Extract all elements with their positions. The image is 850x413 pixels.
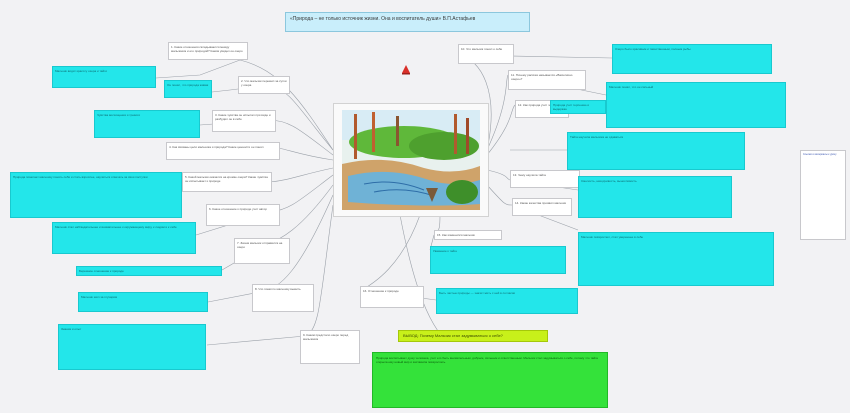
answer-node-9[interactable]: Озеро было красивым и таинственным, полн… <box>612 44 772 74</box>
question-node-3[interactable]: 3. Какие чувства он испытал при виде и р… <box>212 110 276 132</box>
answer-node-7[interactable]: Мальчик шёл за глухарём <box>78 292 208 312</box>
question-node-10[interactable]: 10. Что мальчик понял о себе <box>458 44 514 64</box>
answer-node-15[interactable]: Уважение к тайге <box>430 246 566 274</box>
answer-node-1[interactable]: Мальчик видит красоту озера и тайги <box>52 66 156 88</box>
answer-node-8[interactable]: Знания и опыт <box>58 324 206 370</box>
question-node-4[interactable]: 4. Как связаны цели мальчика и природа? … <box>166 142 280 160</box>
question-node-6[interactable]: 6. Какое отношение к природе учит автор <box>206 204 280 226</box>
answer-node-6[interactable]: Бережное отношение к природе <box>76 266 222 276</box>
question-node-13[interactable]: 13. Чему научила тайга <box>510 170 580 188</box>
answer-node-5[interactable]: Мальчик стал наблюдательнее и внимательн… <box>52 222 196 254</box>
central-illustration <box>333 103 489 217</box>
question-node-7[interactable]: 7. Зачем мальчик отправился на озеро <box>234 238 290 264</box>
answer-node-3[interactable]: Чувства восхищения и тревоги <box>94 110 200 138</box>
answer-node-13[interactable]: Смелость, находчивость, выносливость <box>578 176 732 218</box>
title-node: «Природа – не только источник жизни. Она… <box>285 12 530 32</box>
conclusion-node[interactable]: ВЫВОД: Почему Мальчик стал задумываться … <box>398 330 548 342</box>
answer-node-11[interactable]: Природа учит терпению и выдержке <box>550 100 606 114</box>
question-node-9[interactable]: 9. Каким предстало озеро перед мальчиком <box>300 330 360 364</box>
question-node-8[interactable]: 8. Что помогло мальчику выжить <box>252 284 314 312</box>
forest-lake-picture <box>342 110 480 210</box>
question-node-11[interactable]: 11. Почему рассказ называется «Васюткино… <box>508 70 586 90</box>
pencil-icon <box>399 62 413 76</box>
answer-node-12[interactable]: Тайга научила мальчика не сдаваться <box>567 132 745 170</box>
answer-node-4[interactable]: Природа помогает мальчику понять себя и … <box>10 172 182 218</box>
side-note[interactable]: Ссылки и материалы к уроку <box>800 150 846 240</box>
answer-node-2[interactable]: Он понял, что природа живая <box>164 80 212 98</box>
question-node-16[interactable]: 16. Отношение к природе <box>360 286 424 308</box>
question-node-5[interactable]: 5. Какой мальчик оказался на кромке озер… <box>182 172 272 192</box>
answer-node-10[interactable]: Мальчик понял, что он сильный <box>606 82 786 128</box>
answer-node-14[interactable]: Мальчик повзрослел, стал увереннее в себ… <box>578 232 774 286</box>
conclusion-answer-node[interactable]: Природа воспитывает душу человека, учит … <box>372 352 608 408</box>
question-node-15[interactable]: 15. Как изменился мальчик <box>434 230 502 240</box>
question-node-2[interactable]: 2. Что мальчик пережил за сутки у озера <box>238 76 290 94</box>
question-node-1[interactable]: 1. Какие отношения складываются между ма… <box>168 42 248 60</box>
question-node-14[interactable]: 14. Какие качества проявил мальчик <box>512 198 572 216</box>
answer-node-16[interactable]: Быть частью природы — значит жить с ней … <box>436 288 578 314</box>
